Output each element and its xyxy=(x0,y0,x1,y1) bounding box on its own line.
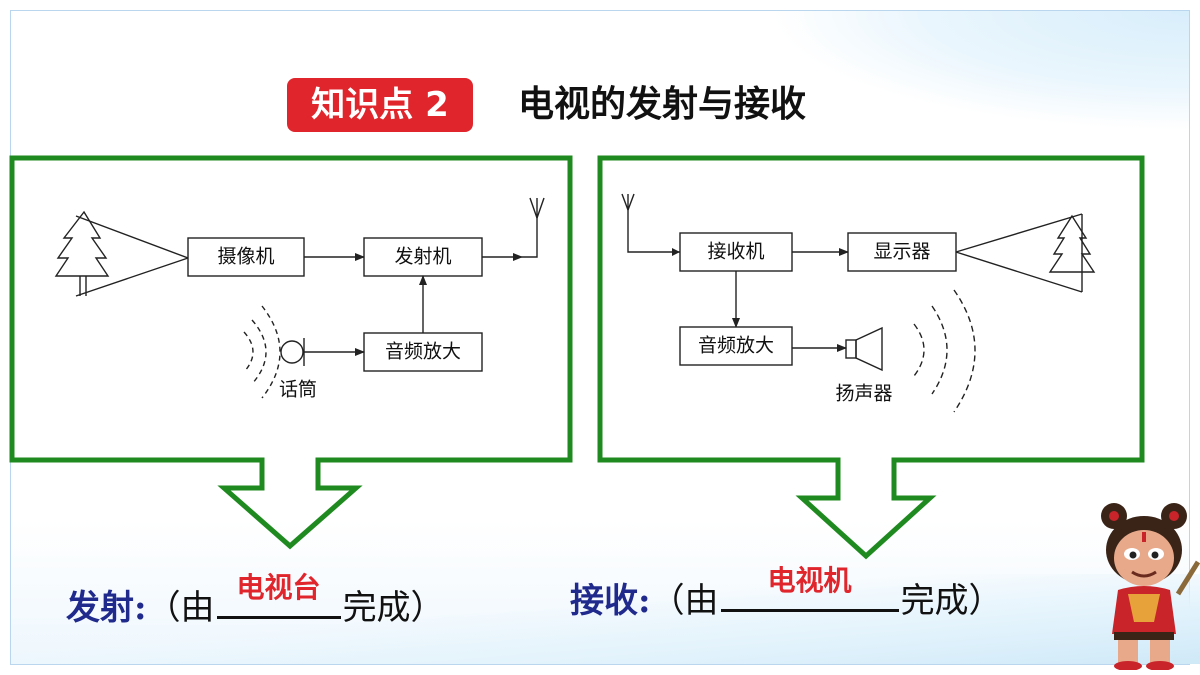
camera-label: 摄像机 xyxy=(217,246,274,268)
microphone-icon xyxy=(280,338,305,366)
antenna-icon xyxy=(522,197,545,258)
knowledge-point-badge: 知识点 2 xyxy=(287,78,473,132)
display-label: 显示器 xyxy=(873,241,930,263)
receive-answer-blank: 电视机 xyxy=(720,564,899,612)
camera-box xyxy=(187,237,305,277)
transmit-keyword: 发射 xyxy=(66,588,134,628)
transmit-suffix: 完成） xyxy=(342,588,445,628)
transmitter-box xyxy=(363,237,483,277)
antenna-icon-receive xyxy=(621,193,680,253)
receive-answer: 电视机 xyxy=(767,564,852,597)
slide-frame xyxy=(10,10,1200,665)
camera-view-cone xyxy=(75,215,191,297)
receive-frame-arrow xyxy=(597,155,1145,560)
display-view-cone xyxy=(955,213,1083,293)
receive-colon: : xyxy=(638,581,651,621)
receiver-label: 接收机 xyxy=(707,241,764,263)
arrow-antenna-receiver xyxy=(672,248,680,256)
cartoon-mascot-icon xyxy=(1101,503,1200,670)
receive-caption: 接收:（由 电视机完成） xyxy=(570,564,1003,621)
transmit-caption: 发射:（由电视台完成） xyxy=(66,571,445,628)
audio-amp-box-receive xyxy=(679,326,793,366)
receive-prefix: （由 xyxy=(650,581,719,621)
receive-suffix: 完成） xyxy=(900,581,1003,621)
sound-waves-icon-speaker xyxy=(913,289,976,413)
speaker-label: 扬声器 xyxy=(835,383,892,405)
audio-amp-label-transmit: 音频放大 xyxy=(385,341,461,363)
decor-swoosh-top xyxy=(769,11,1189,131)
audio-amp-label-receive: 音频放大 xyxy=(698,335,774,357)
page-title: 电视的发射与接收 xyxy=(518,84,807,125)
transmit-frame-arrow xyxy=(9,155,573,550)
transmit-answer: 电视台 xyxy=(236,571,321,604)
transmit-prefix: （由 xyxy=(146,588,215,628)
tree-icon-receive xyxy=(1048,214,1096,273)
speaker-icon xyxy=(845,326,883,372)
receive-keyword: 接收 xyxy=(570,581,638,621)
decor-swoosh-bottom xyxy=(11,574,1200,664)
sound-waves-icon-mic xyxy=(243,305,281,399)
transmit-answer-blank: 电视台 xyxy=(216,571,341,619)
microphone-label: 话筒 xyxy=(279,379,317,401)
transmit-colon: : xyxy=(134,588,147,628)
transmitter-label: 发射机 xyxy=(394,246,451,268)
